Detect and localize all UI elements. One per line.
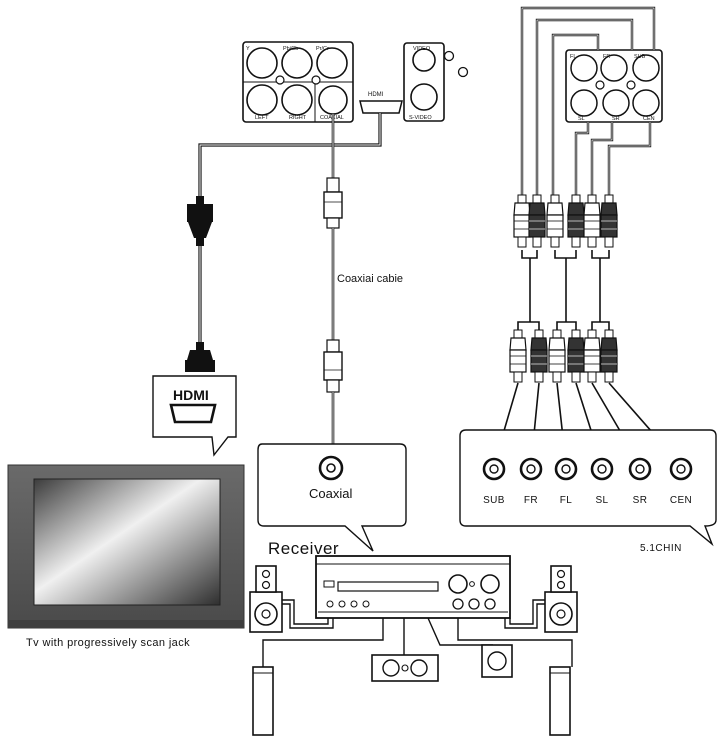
hdmi-plug-top-icon <box>187 196 213 246</box>
speaker-wires <box>262 599 573 667</box>
rca-plugs-bottom <box>509 329 618 383</box>
rca-plug-bottom-icon-1 <box>530 329 548 383</box>
channel-label: CEN <box>670 495 692 506</box>
sl-out-jack-icon <box>570 89 598 117</box>
coaxial-cable-label: Coaxiai cabie <box>337 273 403 285</box>
hdmi-plug-bottom-icon <box>185 342 215 372</box>
receiver-unit <box>315 555 511 619</box>
channel-jack-sr: SR <box>628 457 652 506</box>
rca-plug-bottom-icon-2 <box>548 329 566 383</box>
television <box>7 464 245 629</box>
channel-label: SL <box>595 495 608 506</box>
receiver-label: Receiver <box>268 539 339 558</box>
rca-plug-top-icon-5 <box>600 194 618 248</box>
channel-label: SR <box>633 495 648 506</box>
fl-out-jack-icon <box>570 54 598 82</box>
rca-plug-bottom-icon-4 <box>583 329 601 383</box>
hdmi-cable <box>198 113 382 345</box>
rca-plugs-top <box>513 194 618 248</box>
s-video-jack-icon <box>410 83 438 111</box>
coaxial-cable <box>323 114 343 462</box>
hdmi-port-icon <box>359 100 403 114</box>
surround-pair-links <box>517 250 610 330</box>
player-hdmi-label: HDMI <box>368 92 384 98</box>
surround-left-speaker-icon <box>252 666 274 736</box>
right-audio-jack-icon <box>281 84 313 116</box>
subwoofer-icon <box>481 644 513 678</box>
fr-out-jack-icon <box>600 54 628 82</box>
surround-label-cen: CEN <box>643 116 655 122</box>
player-surround-panel: FL FR SUB SL SR CEN <box>565 49 663 123</box>
rca-plug-top-icon-4 <box>583 194 601 248</box>
channel-label: FR <box>524 495 538 506</box>
volume-knob-icon <box>448 574 468 594</box>
sr-out-jack-icon <box>602 89 630 117</box>
rca-plug-bottom-icon-3 <box>567 329 585 383</box>
jack-label-y: Y <box>246 46 250 52</box>
jack-label-pb: Pb/Cb <box>283 46 298 52</box>
rca-plug-top-icon-2 <box>546 194 564 248</box>
jack-label-left: LEFT <box>255 115 269 121</box>
surround-input-label: 5.1CHIN <box>640 543 682 554</box>
jack-label-right: RIGHT <box>289 115 307 121</box>
left-audio-jack-icon <box>246 84 278 116</box>
tv-screen <box>33 478 221 606</box>
channel-jack-sub: SUB <box>482 457 506 506</box>
coaxial-jack-icon <box>318 85 348 115</box>
s-video-label: S-VIDEO <box>409 115 432 121</box>
video-label: VIDEO <box>413 46 431 52</box>
surround-input-callout <box>459 429 717 547</box>
player-hdmi-port: HDMI <box>359 92 403 114</box>
channel-label: FL <box>560 495 573 506</box>
y-jack-icon <box>246 47 278 79</box>
rca-plug-top-icon-1 <box>528 194 546 248</box>
tv-hdmi-label: HDMI <box>173 387 209 403</box>
rca-plug-top-icon-0 <box>513 194 531 248</box>
pr-jack-icon <box>316 47 348 79</box>
channel-jack-sl: SL <box>590 457 614 506</box>
channel-jack-fl: FL <box>554 457 578 506</box>
surround-right-speaker-icon <box>549 666 571 736</box>
receiver-coaxial-label: Coaxial <box>309 486 352 501</box>
surround-label-sr: SR <box>612 116 620 122</box>
player-av-panel: Y Pb/Cb Pr/Cr LEFT RIGHT COAXIAL <box>242 41 354 123</box>
player-video-panel: VIDEO S-VIDEO <box>403 42 469 122</box>
surround-label-sl: SL <box>578 116 585 122</box>
tv-hdmi-port-icon <box>169 403 217 424</box>
front-right-speaker-icon <box>544 565 578 633</box>
surround-input-jacks: SUB FR FL SL SR CEN <box>482 457 693 506</box>
channel-jack-fr: FR <box>519 457 543 506</box>
center-speaker-icon <box>371 654 439 682</box>
pb-jack-icon <box>281 47 313 79</box>
surround-label-fl: FL <box>570 54 576 60</box>
jack-label-pr: Pr/Cr <box>316 46 329 52</box>
receiver-coaxial-callout: Coaxial <box>257 443 407 552</box>
tv-hdmi-callout: HDMI <box>152 375 237 457</box>
surround-label-fr: FR <box>603 54 610 60</box>
rca-plug-top-icon-3 <box>567 194 585 248</box>
front-left-speaker-icon <box>249 565 283 633</box>
surround-wires-top-inner <box>521 7 655 195</box>
coax-plug-top-icon <box>323 177 343 229</box>
rca-plug-bottom-icon-0 <box>509 329 527 383</box>
channel-jack-cen: CEN <box>669 457 693 506</box>
channel-label: SUB <box>483 495 505 506</box>
receiver-display-icon <box>337 581 439 592</box>
sub-out-jack-icon <box>632 54 660 82</box>
tv-label: Tv with progressively scan jack <box>26 637 190 649</box>
surround-label-sub: SUB <box>634 54 646 60</box>
coax-plug-bottom-icon <box>323 339 343 393</box>
cen-out-jack-icon <box>632 89 660 117</box>
rca-plug-bottom-icon-5 <box>600 329 618 383</box>
tuning-knob-icon <box>480 574 500 594</box>
video-jack-icon <box>412 48 436 72</box>
